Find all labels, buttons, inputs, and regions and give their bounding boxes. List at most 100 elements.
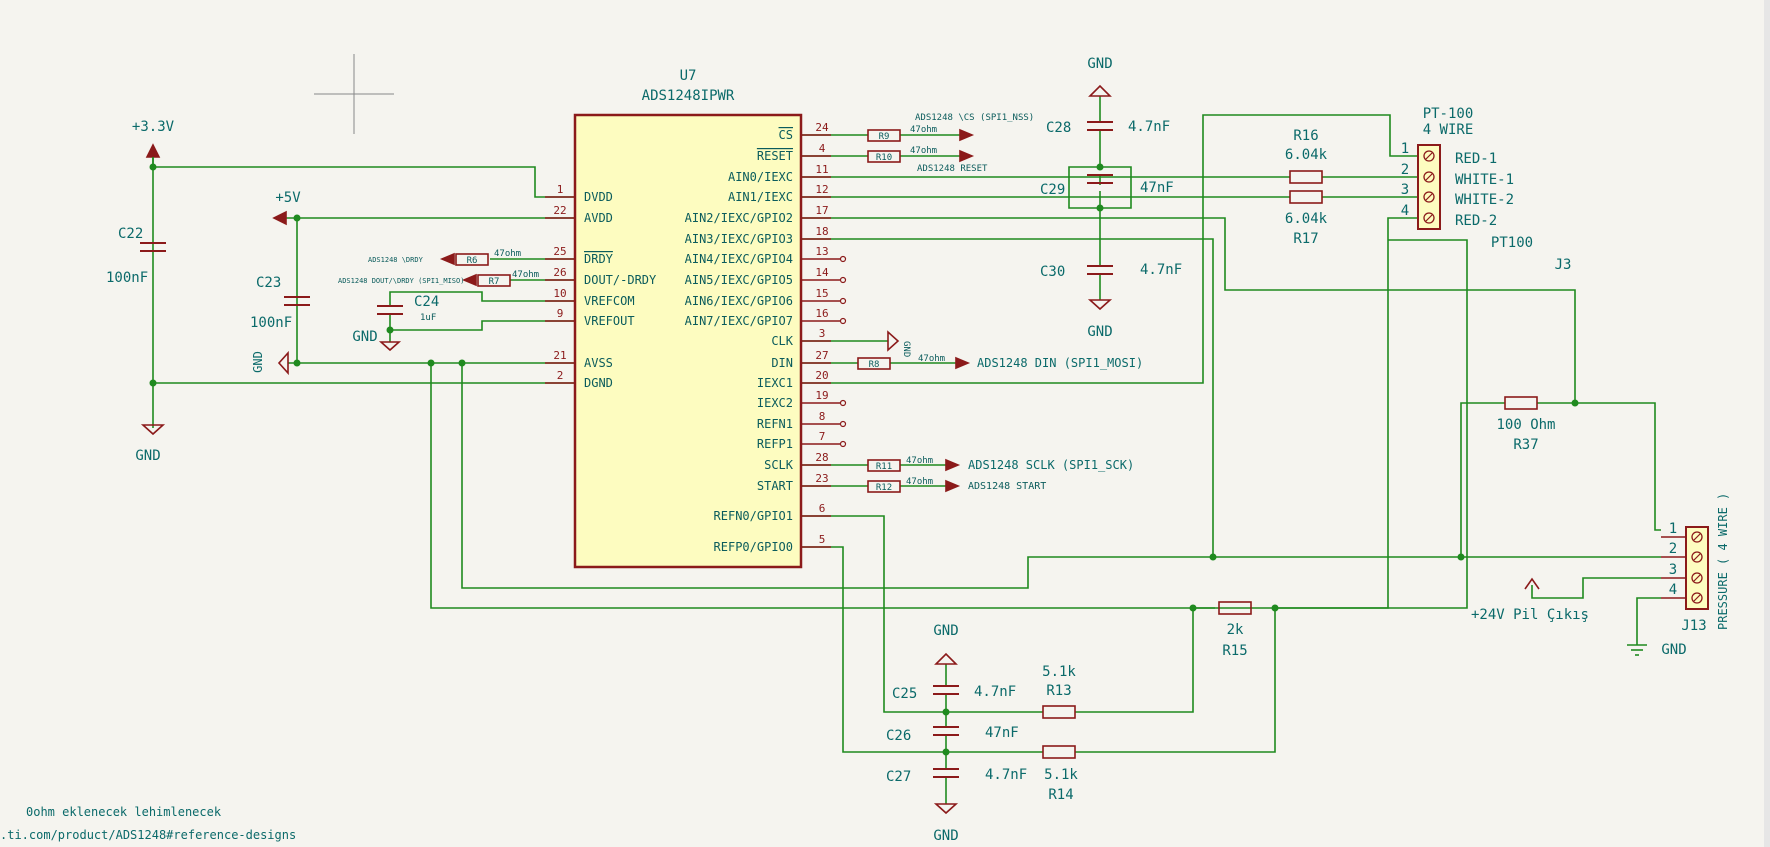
c22-ref: C22 [118,226,143,242]
c26-ref: C26 [886,728,911,744]
j3-pin-number: 4 [1401,203,1409,219]
no-connect-mark [839,399,847,407]
net-dout-label: ADS1248 DOUT/\DRDY (SPI1_MISO) [338,277,464,285]
net-drdy[interactable]: ADS1248 \DRDY [368,252,455,266]
gnd-label-c24: GND [352,329,377,345]
net-dout[interactable]: ADS1248 DOUT/\DRDY (SPI1_MISO) [338,273,477,287]
power-5v[interactable]: +5V [272,190,301,226]
r9-ref: R9 [879,132,890,142]
j3-title1: PT-100 [1423,106,1474,122]
screw-terminal-icon [1423,191,1435,203]
ic-pin-number: 21 [553,349,566,362]
capacitor-c25[interactable]: C25 4.7nF [892,684,1016,702]
gnd-symbol-left[interactable]: GND [135,424,166,464]
ic-pin-number: 13 [815,245,828,258]
capacitor-c26[interactable]: C26 47nF [886,725,1019,744]
c29-ref: C29 [1040,182,1065,198]
resistor-r11[interactable]: R11 47ohm [867,456,933,472]
ic-pin-number: 23 [815,472,828,485]
capacitor-c24[interactable]: C24 1uF [377,294,439,323]
wires [152,96,1661,804]
capacitor-c28[interactable]: C28 4.7nF [1046,119,1170,136]
gnd-symbol-c24[interactable]: GND [352,329,402,352]
gnd-symbol-c27[interactable]: GND [933,803,959,844]
net-cs[interactable]: ADS1248 \CS (SPI1_NSS) [915,113,1034,142]
resistor-r9[interactable]: R9 47ohm [867,125,937,142]
r12-value: 47ohm [906,477,933,487]
ic-pin-name: DVDD [584,190,613,204]
ic-pin-number: 25 [553,245,566,258]
ic-pin-number: 14 [815,266,829,279]
ic-pin-number: 17 [815,204,828,217]
ic-pin-name: VREFOUT [584,314,635,328]
gnd-symbol-c28[interactable]: GND [1087,56,1113,97]
ic-u7[interactable]: U7 ADS1248IPWR 1DVDD22AVDD25DRDY26DOUT/-… [545,68,847,569]
capacitor-c23[interactable]: C23 100nF [250,275,310,331]
ic-pin-name: AVDD [584,211,613,225]
power-24v[interactable]: +24V Pil Çıkış [1471,577,1589,623]
net-din[interactable]: ADS1248 DIN (SPI1_MOSI) [955,356,1143,370]
ic-pin-number: 28 [815,451,828,464]
resistor-r13[interactable]: 5.1k R13 [1042,664,1076,719]
net-start[interactable]: ADS1248 START [945,479,1046,493]
c30-ref: C30 [1040,264,1065,280]
ic-pin-number: 1 [557,183,564,196]
ic-pin-name: AVSS [584,356,613,370]
gnd-symbol-clk[interactable]: GND [887,330,911,357]
resistor-r37[interactable]: 100 Ohm R37 [1496,396,1556,453]
net-sclk-label: ADS1248 SCLK (SPI1_SCK) [968,458,1134,472]
gnd-symbol-j13[interactable]: GND [1627,642,1687,658]
c27-ref: C27 [886,769,911,785]
r7-ref: R7 [489,277,500,287]
capacitor-c22[interactable]: C22 100nF [106,226,166,286]
ic-pin-name: CLK [771,334,793,348]
net-reset[interactable]: ADS1248 RESET [917,149,988,174]
gnd-label-left: GND [135,448,160,464]
j3-value: PT100 [1491,235,1533,251]
net-sclk[interactable]: ADS1248 SCLK (SPI1_SCK) [945,458,1134,472]
resistor-r17[interactable]: 6.04k R17 [1285,190,1328,247]
power-3v3[interactable]: +3.3V [132,119,175,167]
ic-pin-name: DGND [584,376,613,390]
crosshair-cursor-icon [314,54,394,134]
ic-pin-name: IEXC1 [757,376,793,390]
ic-pin-name: AIN5/IEXC/GPIO5 [685,273,793,287]
note-line-1: 0ohm eklenecek lehimlenecek [26,805,222,819]
screw-terminal-icon [1423,150,1435,162]
resistor-r12[interactable]: R12 47ohm [867,477,933,493]
gnd-symbol-c25[interactable]: GND [933,623,959,665]
resistor-r8[interactable]: R8 47ohm [857,354,945,370]
gnd-symbol-c30[interactable]: GND [1087,299,1113,340]
resistor-r6[interactable]: R6 47ohm [455,249,521,266]
ic-value: ADS1248IPWR [642,88,735,104]
screw-slot [1425,152,1433,160]
capacitor-c30[interactable]: C30 4.7nF [1040,262,1182,280]
ic-pin-name: AIN2/IEXC/GPIO2 [685,211,793,225]
c28-value: 4.7nF [1128,119,1170,135]
resistor-r15[interactable]: 2k R15 [1218,601,1252,659]
gnd-label-avss: GND [251,351,265,373]
capacitor-c27[interactable]: C27 4.7nF [886,767,1027,785]
j13-pin-number: 3 [1669,562,1677,578]
power-24v-label: +24V Pil Çıkış [1471,607,1589,623]
r8-value: 47ohm [918,354,945,364]
c27-value: 4.7nF [985,767,1027,783]
resistor-r16[interactable]: R16 6.04k [1285,128,1328,184]
j3-pin-number: 1 [1401,141,1409,157]
capacitor-c29[interactable]: C29 47nF [1040,174,1174,198]
r16-ref: R16 [1293,128,1318,144]
gnd-symbol-avss[interactable]: GND [251,350,289,376]
resistor-r10[interactable]: R10 47ohm [867,146,937,163]
j3-pin-number: 2 [1401,162,1409,178]
note-line-2: .ti.com/product/ADS1248#reference-design… [0,828,296,842]
ic-pin-name: AIN4/IEXC/GPIO4 [685,252,793,266]
resistor-r14[interactable]: 5.1k R14 [1042,745,1078,803]
ic-pin-name: REFN1 [757,417,793,431]
resistor-r7[interactable]: R7 47ohm [477,270,539,287]
j13-pin-number: 2 [1669,541,1677,557]
screw-slot [1425,214,1433,222]
